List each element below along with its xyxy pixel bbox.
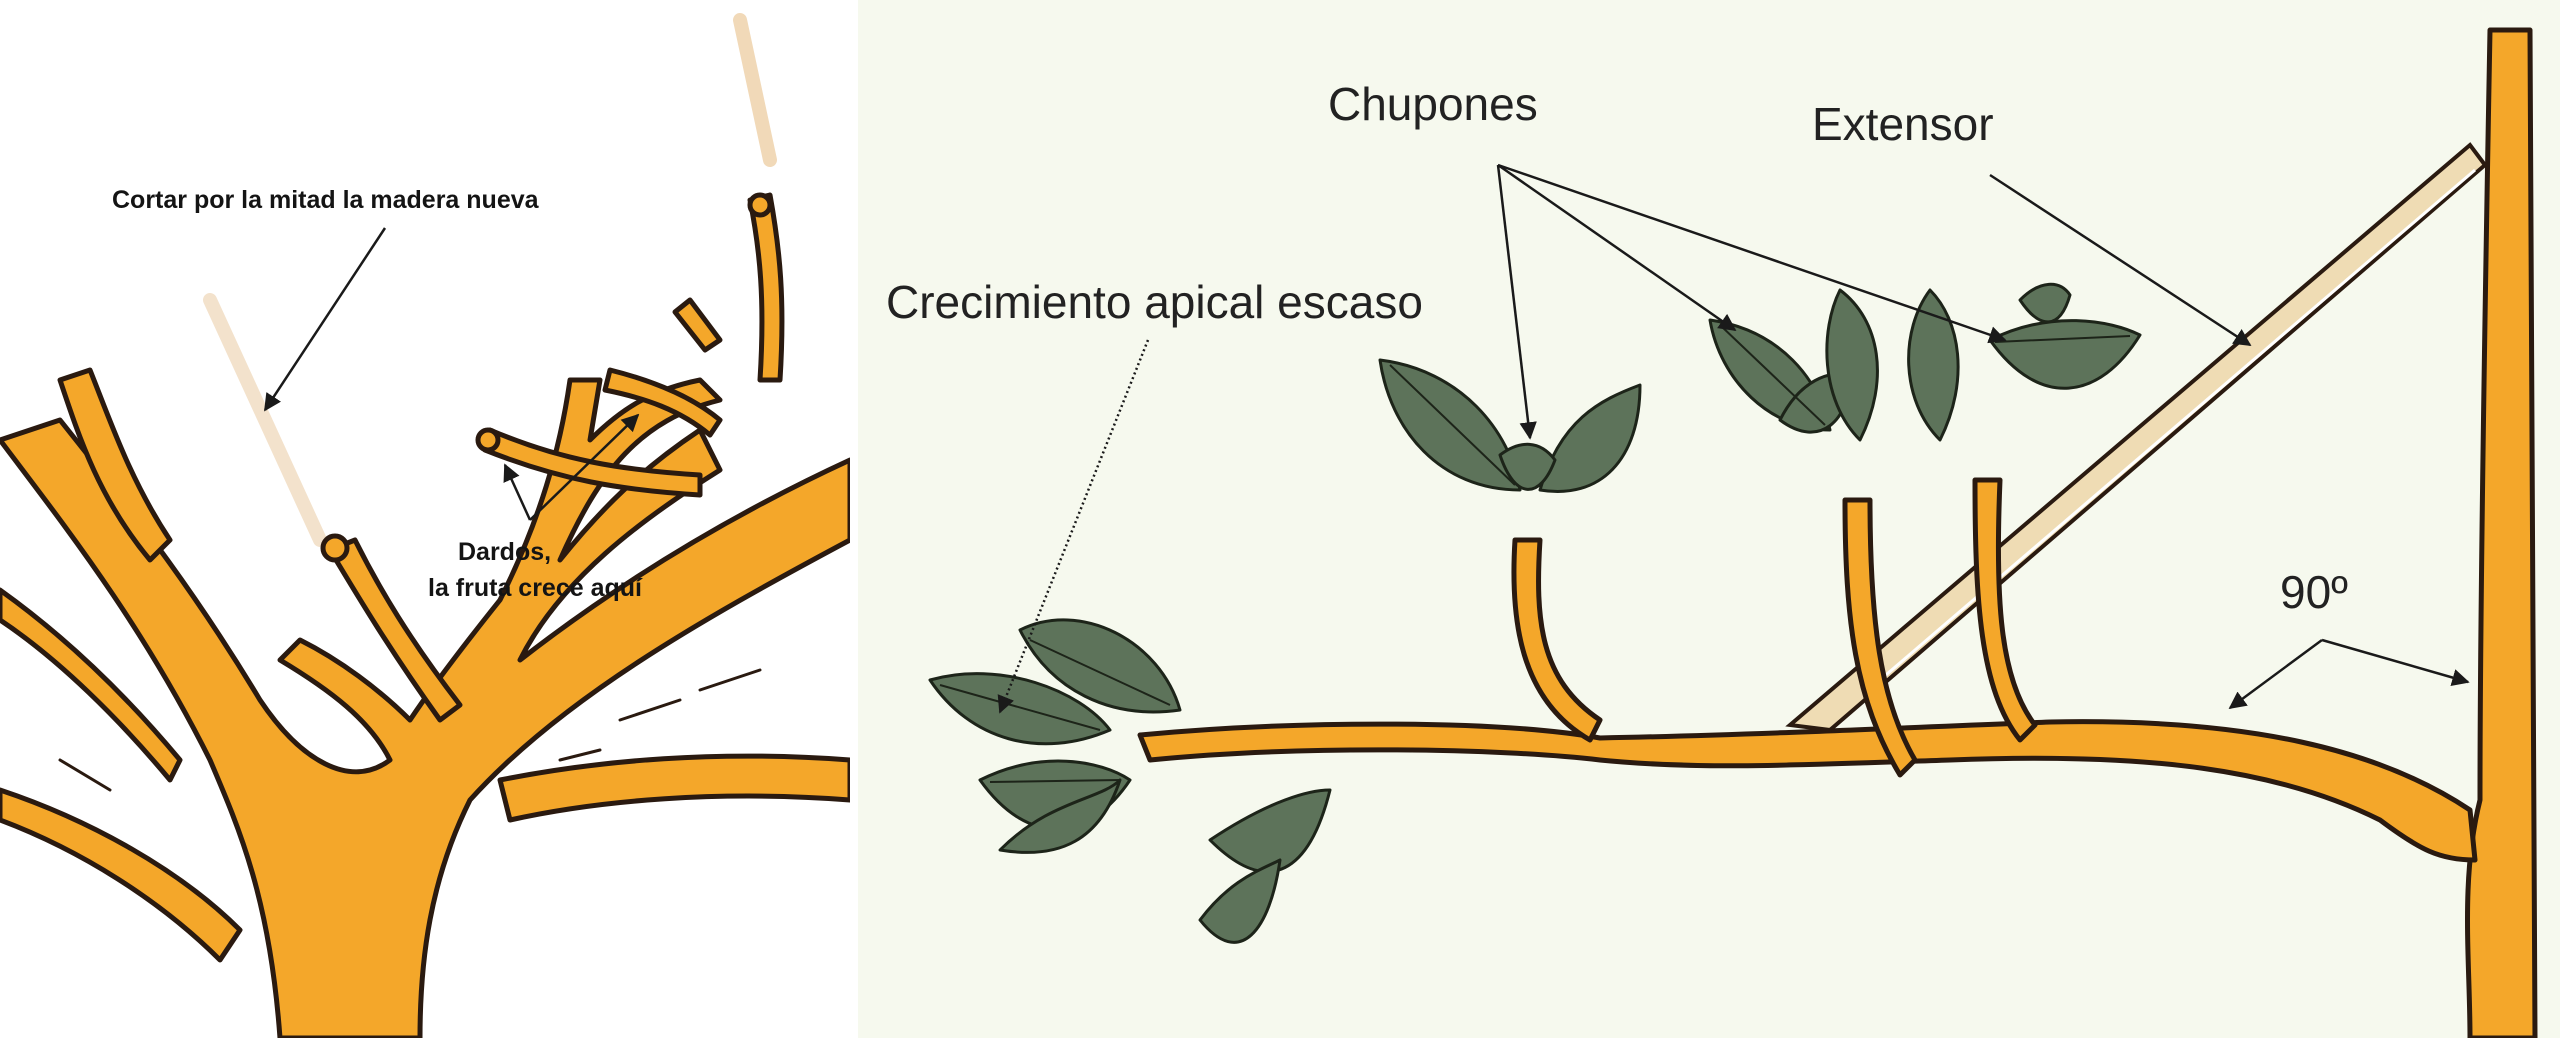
branch-illustration-right: Chupones Extensor Crecimiento apical esc… [858, 0, 2560, 1038]
sucker-stem-1 [1514, 540, 1600, 740]
cut-stub-ghost [740, 20, 770, 160]
sucker-stem-3 [1975, 480, 2035, 740]
arrow-spreader [1990, 175, 2250, 345]
arrow-angle-trunk [2322, 640, 2468, 682]
arrow-spur-a [505, 465, 530, 520]
vertical-trunk [2468, 30, 2536, 1038]
label-cut-new-wood: Cortar por la mitad la madera nueva [112, 186, 540, 214]
arrow-angle-branch [2230, 640, 2322, 708]
label-angle: 90º [2280, 566, 2348, 618]
arrow-sucker-2 [1498, 165, 1735, 330]
label-spurs-line2: la fruta crece aquí [428, 574, 643, 602]
arrow-sucker-1 [1498, 165, 1530, 438]
label-spurs-line1: Dardos, [458, 538, 551, 566]
apical-leaf-cluster [930, 620, 1330, 942]
label-apical-growth: Crecimiento apical escaso [886, 276, 1423, 328]
tree-illustration-left: Cortar por la mitad la madera nueva Dard… [0, 0, 850, 1038]
cut-stub-ghost [210, 300, 320, 540]
spreader-stick [1790, 145, 2485, 730]
arrow-cut [265, 228, 385, 410]
tree-branches [0, 195, 850, 1038]
arrow-sucker-3 [1498, 165, 2005, 340]
label-spreader: Extensor [1812, 98, 1994, 150]
horizontal-branch [1140, 722, 2475, 860]
sucker-leaves [1380, 284, 2140, 491]
pruning-diagram-left: Cortar por la mitad la madera nueva Dard… [0, 0, 850, 1038]
pruning-diagram-right: Chupones Extensor Crecimiento apical esc… [858, 0, 2560, 1038]
label-suckers: Chupones [1328, 78, 1538, 130]
